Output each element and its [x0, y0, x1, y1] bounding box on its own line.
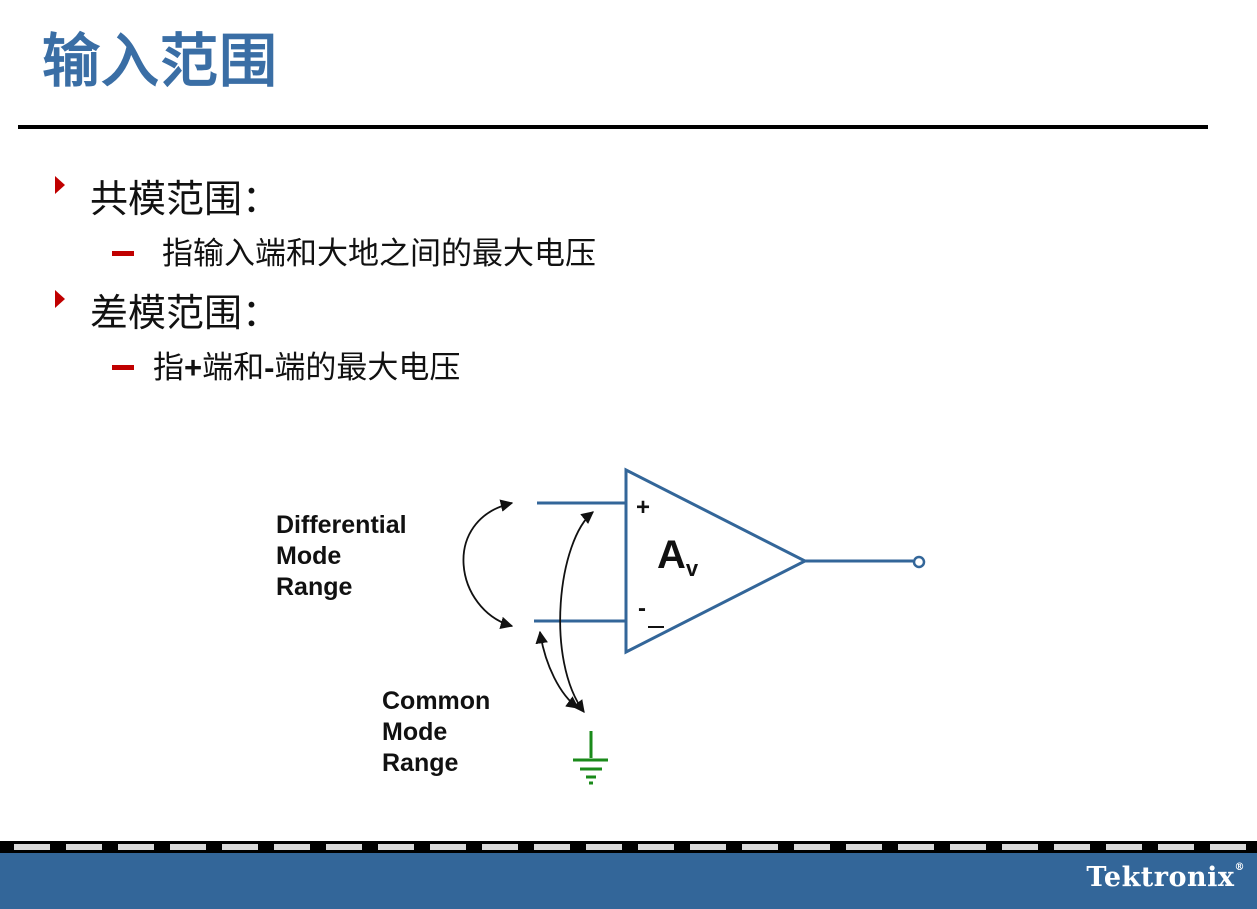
- gain-label: Av: [657, 533, 699, 581]
- differential-mode-range-label: Differential Mode Range: [276, 511, 407, 601]
- stripe-segment: [170, 844, 206, 850]
- stripe-segment: [950, 844, 986, 850]
- common-mode-range-label: Common Mode Range: [382, 687, 491, 777]
- stripe-segment: [742, 844, 778, 850]
- common-mode-arrow-minus: [535, 630, 580, 709]
- differential-range-arrow: [462, 499, 514, 629]
- plus-input-label: +: [636, 494, 650, 521]
- op-amp-diagram: + - Av: [462, 467, 926, 785]
- sub-bullet-common-mode-text: 指输入端和大地之间的最大电压: [162, 236, 596, 272]
- bullet-heading-common-mode: 共模范围：: [90, 177, 281, 221]
- bullet-arrow-icon: [55, 290, 65, 308]
- stripe-segment: [482, 844, 518, 850]
- stripe-segment: [846, 844, 882, 850]
- stripe-segment: [586, 844, 622, 850]
- stripe-segment: [378, 844, 414, 850]
- op-amp-triangle: [624, 467, 809, 655]
- ground-icon: [573, 731, 608, 785]
- bullet-heading-differential-mode: 差模范围：: [90, 291, 281, 335]
- bullet-arrow-icon: [55, 176, 65, 194]
- stripe-segment: [534, 844, 570, 850]
- stripe-segment: [1158, 844, 1194, 850]
- logo-registered-mark: ®: [1234, 862, 1245, 873]
- output-terminal-icon: [912, 555, 926, 569]
- tektronix-logo: Tektronix®: [1086, 862, 1245, 893]
- stripe-segment: [326, 844, 362, 850]
- common-mode-arrow-plus: [559, 511, 594, 714]
- slide-title: 输入范围: [42, 27, 279, 95]
- sub-bullet-dash-icon: [112, 251, 134, 256]
- stripe-segment: [430, 844, 466, 850]
- footer-stripe: [0, 841, 1257, 853]
- stripe-segment: [1002, 844, 1038, 850]
- stripe-segment: [66, 844, 102, 850]
- stripe-segment: [274, 844, 310, 850]
- sub-bullet-differential-mode-text: 指+端和-端的最大电压: [153, 342, 460, 387]
- stripe-segment: [638, 844, 674, 850]
- text-part: 端的最大电压: [274, 350, 461, 386]
- text-part: 指: [153, 350, 184, 386]
- footer-bar: [0, 853, 1257, 909]
- title-divider: [18, 125, 1208, 129]
- stripe-segment: [898, 844, 934, 850]
- stripe-segment: [794, 844, 830, 850]
- gain-main: A: [657, 533, 686, 577]
- gain-subscript: v: [686, 556, 699, 581]
- stripe-segment: [1106, 844, 1142, 850]
- stripe-segment: [222, 844, 258, 850]
- stripe-segment: [1054, 844, 1090, 850]
- text-part: 端和: [202, 350, 265, 386]
- plus-sign: +: [184, 350, 203, 385]
- stripe-segment: [1210, 844, 1246, 850]
- logo-text: Tektronix: [1086, 862, 1235, 893]
- stripe-segment: [14, 844, 50, 850]
- stripe-segment: [690, 844, 726, 850]
- stripe-segment: [118, 844, 154, 850]
- minus-sign: -: [264, 350, 275, 385]
- sub-bullet-dash-icon: [112, 365, 134, 370]
- minus-input-label: -: [638, 595, 646, 622]
